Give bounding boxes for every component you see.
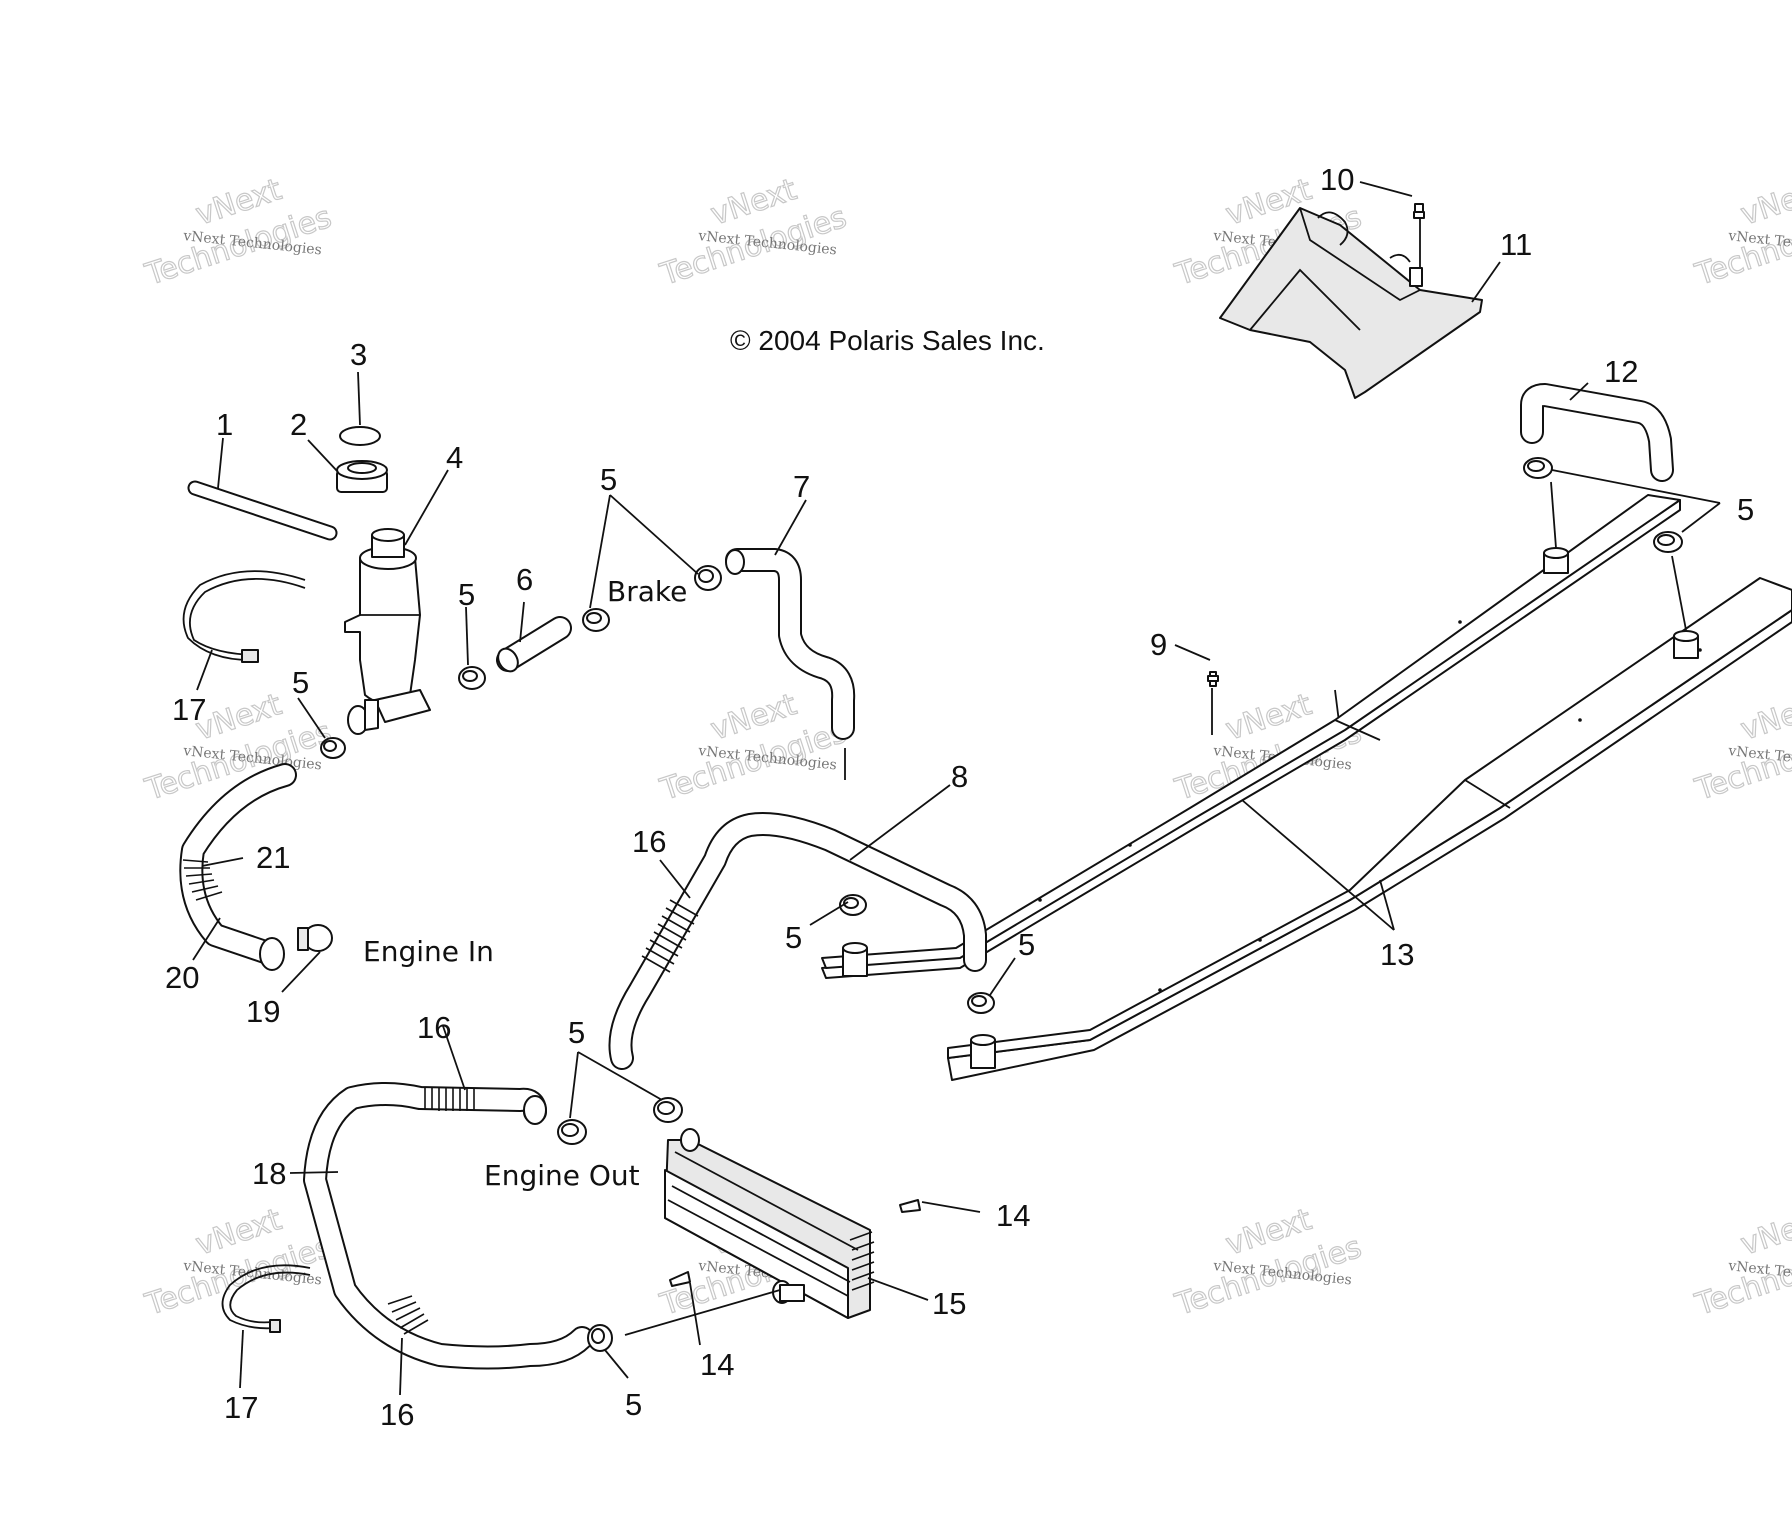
callout-17-top: 17 (172, 692, 206, 727)
callout-2: 2 (290, 407, 307, 442)
rail-fitting-upper-front (842, 942, 868, 977)
hose-clamp-engine-out (557, 1119, 587, 1145)
callout-6: 6 (516, 562, 533, 597)
watermark-1: vNext Technologies vNext Technologies (140, 172, 336, 294)
callout-5-inlet: 5 (292, 665, 309, 700)
rear-bumper-bracket (1219, 207, 1483, 399)
watermark-vnext: vNext (1737, 172, 1792, 232)
callout-13: 13 (1380, 937, 1414, 972)
screw-clamp-engine-in (297, 924, 333, 952)
engine-inlet-hose (179, 763, 297, 971)
hose-clamp-brake-left (458, 666, 486, 690)
hose-clamp-exchanger-out (587, 1324, 613, 1352)
pressure-cap (336, 460, 388, 493)
callout-5-brake: 5 (600, 462, 617, 497)
overflow-tube (187, 480, 338, 541)
brake-cooler-hose (725, 548, 856, 740)
watermark-vnext: vNext (1737, 1202, 1792, 1262)
rail-fitting-upper-rear (1543, 547, 1569, 574)
hose-clamp-brake-right (582, 608, 610, 632)
callout-20: 20 (165, 960, 199, 995)
hose-clamp-exchanger-in (653, 1097, 683, 1123)
hose-clamp-rear-left (1523, 457, 1553, 479)
bumper-bolt (1413, 203, 1425, 219)
engine-outlet-hose (303, 1082, 594, 1370)
cap-gasket (339, 426, 381, 446)
callout-16-lower-top: 16 (417, 1010, 451, 1045)
callout-19: 19 (246, 994, 280, 1029)
callout-16-mid: 16 (632, 824, 666, 859)
callout-5-rail-left: 5 (785, 920, 802, 955)
callout-17-bottom: 17 (224, 1390, 258, 1425)
rail-fitting-lower-rear (1673, 630, 1699, 659)
callout-12: 12 (1604, 354, 1638, 389)
callout-18: 18 (252, 1156, 286, 1191)
watermark-4: vNext Technologies vNext Technologies (1690, 172, 1792, 294)
callout-7: 7 (793, 469, 810, 504)
heat-exchanger-rail-lower (947, 577, 1792, 1081)
bridge-hose (1520, 383, 1674, 482)
callout-5-exchanger: 5 (625, 1387, 642, 1422)
callout-5-bottle: 5 (458, 577, 475, 612)
callout-10: 10 (1320, 162, 1354, 197)
rail-fitting-lower-front (970, 1034, 996, 1069)
watermark-12: vNext Technologies vNext Technologies (1690, 1202, 1792, 1324)
label-engine-out: Engine Out (484, 1159, 640, 1192)
watermark-9: vNext Technologies vNext Technologies (140, 1202, 336, 1324)
callout-4: 4 (446, 440, 463, 475)
rail-fastener (1207, 671, 1219, 687)
watermark-vnext: vNext (1737, 687, 1792, 747)
exchanger-fastener-right (899, 1199, 921, 1213)
hose-clamp-hose7 (694, 565, 722, 591)
hose-clamp-rail-lower (967, 992, 995, 1014)
callout-3: 3 (350, 337, 367, 372)
copyright-notice: © 2004 Polaris Sales Inc. (730, 325, 1045, 356)
label-brake: Brake (607, 575, 687, 608)
callout-5-engine-out: 5 (568, 1015, 585, 1050)
heat-exchanger-connector-hose (608, 812, 987, 1070)
spring-clamp-bottom (221, 1264, 311, 1333)
watermark-2: vNext Technologies vNext Technologies (655, 172, 851, 294)
callout-16-lower-bottom: 16 (380, 1397, 414, 1432)
callout-5-rail-right: 5 (1018, 927, 1035, 962)
hose-clamp-rail-upper (839, 894, 867, 916)
callout-5-rear: 5 (1737, 492, 1754, 527)
heat-exchanger-rail-upper (821, 494, 1681, 979)
brake-heat-exchanger (664, 1128, 875, 1319)
callout-8: 8 (951, 759, 968, 794)
callout-21: 21 (256, 840, 290, 875)
coolant-reservoir (344, 528, 431, 735)
callout-15: 15 (932, 1286, 966, 1321)
label-engine-in: Engine In (363, 935, 494, 968)
hose-clamp-bottle-outlet (320, 737, 346, 759)
leader-lines (192, 181, 1721, 1396)
watermark-6: vNext Technologies vNext Technologies (655, 687, 851, 809)
watermark-8: vNext Technologies vNext Technologies (1690, 687, 1792, 809)
callout-9: 9 (1150, 627, 1167, 662)
callout-14-left: 14 (700, 1347, 734, 1382)
callout-14-right: 14 (996, 1198, 1030, 1233)
hose-clamp-rear-right (1653, 531, 1683, 553)
callout-11: 11 (1500, 227, 1532, 262)
watermark-11: vNext Technologies vNext Technologies (1170, 1202, 1366, 1324)
callout-1: 1 (216, 407, 233, 442)
exchanger-fastener-left (669, 1271, 691, 1287)
brake-hose (496, 616, 572, 673)
spring-clamp-top (182, 570, 306, 663)
